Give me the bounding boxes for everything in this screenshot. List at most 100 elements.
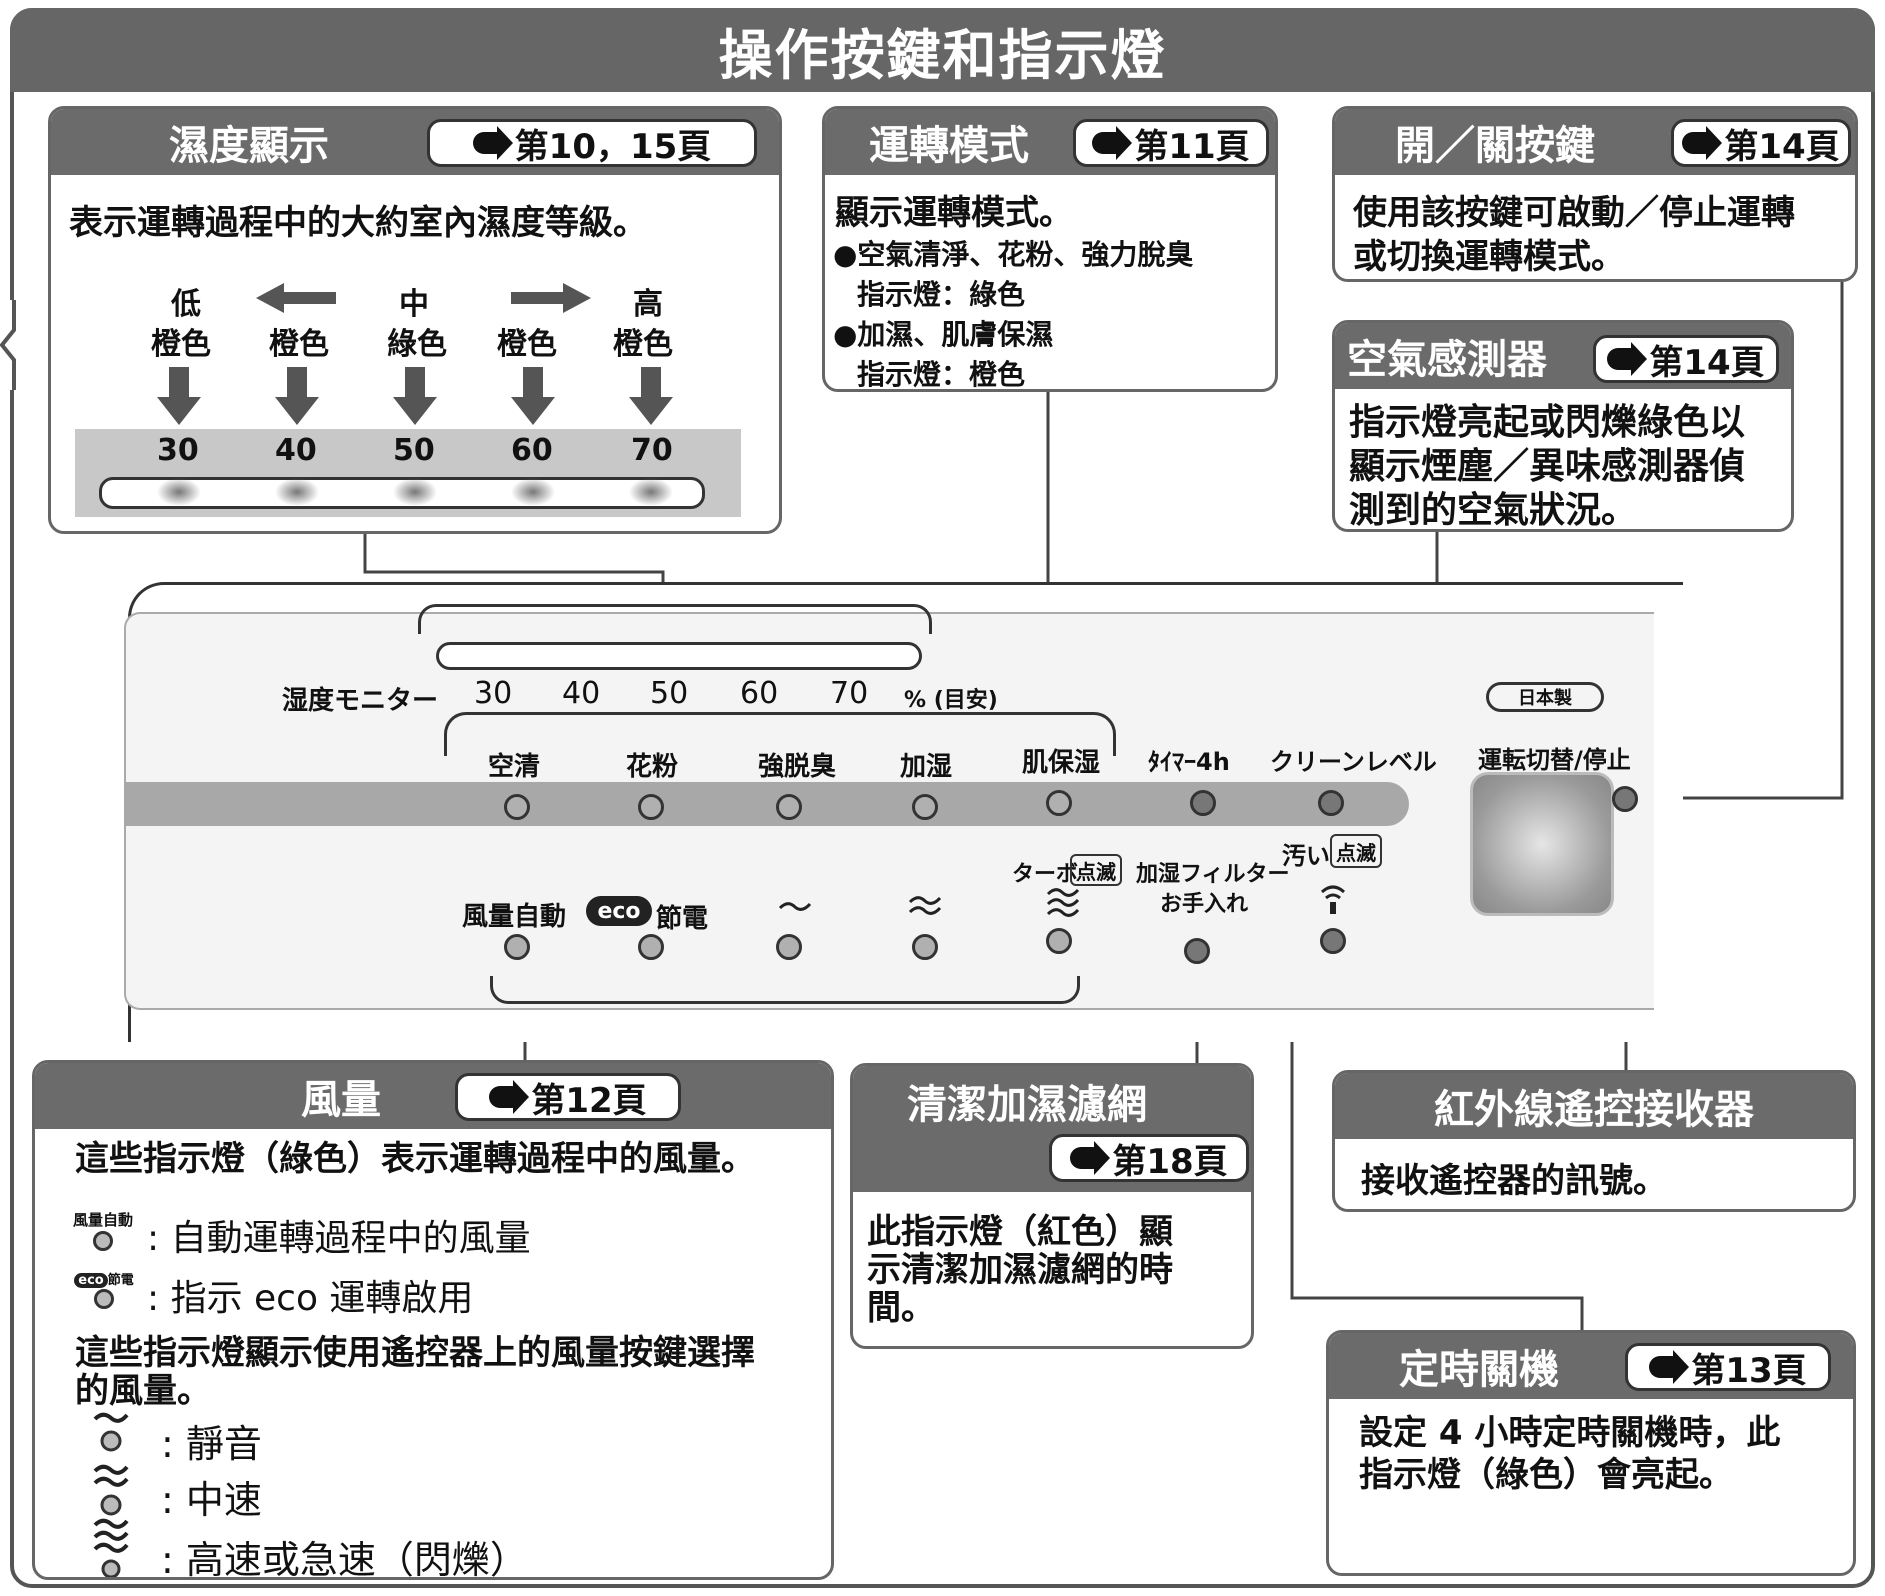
power-button[interactable] bbox=[1470, 772, 1614, 916]
ir-receiver-desc: 接收遙控器的訊號。 bbox=[1361, 1161, 1667, 1201]
fan-volume-box: 風量 第12頁 這些指示燈（綠色）表示運轉過程中的風量。 風量自動 : 自動運轉… bbox=[32, 1060, 834, 1580]
title-bar: 操作按鍵和指示燈 bbox=[10, 8, 1875, 92]
led-fan-medium bbox=[912, 934, 938, 960]
led-eco bbox=[638, 934, 664, 960]
mode-label-humidify: 加湿 bbox=[900, 752, 953, 782]
air-sensor-title: 空氣感測器 bbox=[1347, 337, 1547, 383]
scale-value-2: 50 bbox=[393, 433, 435, 468]
mode-bracket bbox=[444, 712, 1116, 756]
led-humidify bbox=[912, 794, 938, 820]
fan-silent-legend-text: : 靜音 bbox=[161, 1422, 262, 1466]
dirty-label: 汚い bbox=[1282, 842, 1330, 870]
eco-legend-text: : 指示 eco 運轉啟用 bbox=[147, 1278, 474, 1319]
off-timer-box: 定時關機 第13頁 設定 4 小時定時關機時，此 指示燈（綠色）會亮起。 bbox=[1326, 1330, 1856, 1576]
led-fan-high bbox=[1046, 928, 1072, 954]
scale-top-2: 中 bbox=[399, 287, 429, 322]
fan-bracket bbox=[490, 976, 1080, 1004]
fan-volume-page-ref[interactable]: 第12頁 bbox=[455, 1073, 681, 1121]
arrow-right-icon bbox=[472, 126, 513, 160]
filter-label-line2: お手入れ bbox=[1160, 892, 1249, 917]
humidity-display-box: 濕度顯示 第10，15頁 表示運轉過程中的大約室內濕度等級。 低 中 高 橙色 … bbox=[48, 106, 782, 534]
filter-cleaning-line1: 此指示燈（紅色）顯 bbox=[867, 1212, 1173, 1252]
humidity-led-glows bbox=[157, 478, 673, 506]
turbo-label: ターボ bbox=[1012, 862, 1079, 887]
led-air-clean bbox=[504, 794, 530, 820]
scale-color-1: 橙色 bbox=[269, 327, 329, 362]
filter-cleaning-line3: 間。 bbox=[867, 1288, 935, 1328]
filter-cleaning-page-ref[interactable]: 第18頁 bbox=[1049, 1134, 1249, 1182]
led-fan-auto bbox=[504, 934, 530, 960]
scale-value-0: 30 bbox=[157, 433, 199, 468]
operation-mode-item2: ●加濕、肌膚保濕 bbox=[833, 318, 1054, 351]
led-clean-level bbox=[1318, 790, 1344, 816]
arrow-right-icon bbox=[511, 283, 591, 313]
off-timer-line1: 設定 4 小時定時關機時，此 bbox=[1359, 1413, 1781, 1453]
operation-mode-item1: ●空氣清淨、花粉、強力脫臭 bbox=[833, 238, 1194, 271]
scale-value-4: 70 bbox=[631, 433, 673, 468]
off-timer-title: 定時關機 bbox=[1399, 1347, 1559, 1393]
ir-receiver-box: 紅外線遙控接收器 接收遙控器的訊號。 bbox=[1332, 1070, 1856, 1212]
fan-volume-desc: 這些指示燈（綠色）表示運轉過程中的風量。 bbox=[75, 1139, 755, 1179]
eco-label: 節電 bbox=[656, 904, 709, 934]
humidity-monitor-label: 湿度モニター bbox=[282, 686, 439, 716]
filter-cleaning-box: 清潔加濕濾網 第18頁 此指示燈（紅色）顯 示清潔加濕濾網的時 間。 bbox=[850, 1063, 1254, 1349]
operation-mode-desc: 顯示運轉模式。 bbox=[835, 193, 1073, 233]
page-title: 操作按鍵和指示燈 bbox=[718, 23, 1167, 87]
scale-color-3: 橙色 bbox=[497, 327, 557, 362]
operation-mode-item2-sub: 指示燈：橙色 bbox=[857, 358, 1026, 391]
mode-label-deodorize: 強脱臭 bbox=[758, 752, 837, 782]
mode-label-skin: 肌保湿 bbox=[1022, 748, 1101, 778]
fan-volume-title: 風量 bbox=[301, 1077, 381, 1123]
fan-volume-desc2-line1: 這些指示燈顯示使用遙控器上的風量按鍵選擇 bbox=[75, 1333, 755, 1373]
operation-mode-item1-sub: 指示燈：綠色 bbox=[857, 278, 1026, 311]
power-label: 運転切替/停止 bbox=[1478, 746, 1631, 774]
panel-scale-30: 30 bbox=[474, 676, 513, 711]
ir-receiver-header: 紅外線遙控接收器 bbox=[1335, 1073, 1853, 1139]
humidity-bracket bbox=[418, 604, 932, 634]
filter-cleaning-line2: 示清潔加濕濾網的時 bbox=[867, 1250, 1173, 1290]
panel-scale-50: 50 bbox=[650, 676, 689, 711]
off-timer-line2: 指示燈（綠色）會亮起。 bbox=[1359, 1455, 1733, 1495]
indicator-bar bbox=[124, 782, 1409, 826]
scale-value-3: 60 bbox=[511, 433, 553, 468]
led-timer bbox=[1190, 790, 1216, 816]
fan-volume-header: 風量 bbox=[35, 1063, 831, 1129]
fan-silent-icon bbox=[778, 902, 812, 911]
humidity-desc: 表示運轉過程中的大約室內濕度等級。 bbox=[69, 203, 647, 243]
arrow-right-icon bbox=[1649, 1350, 1690, 1384]
panel-humidity-bar bbox=[436, 642, 922, 670]
fan-medium-legend-icon bbox=[93, 1464, 129, 1516]
air-sensor-line1: 指示燈亮起或閃爍綠色以 bbox=[1349, 402, 1746, 443]
timer-label: ﾀｲﾏｰ4h bbox=[1148, 748, 1230, 776]
arrow-right-icon bbox=[489, 1080, 530, 1114]
fan-silent-legend-icon bbox=[93, 1412, 129, 1452]
operation-mode-title: 運轉模式 bbox=[869, 123, 1029, 169]
power-button-page-ref[interactable]: 第14頁 bbox=[1671, 119, 1851, 167]
humidity-page-ref[interactable]: 第10，15頁 bbox=[427, 119, 757, 167]
panel-scale-unit: % (目安) bbox=[904, 688, 998, 713]
led-fan-silent bbox=[776, 934, 802, 960]
led-pollen bbox=[638, 794, 664, 820]
arrow-right-icon bbox=[1070, 1141, 1111, 1175]
down-arrows bbox=[157, 367, 673, 425]
led-filter bbox=[1184, 938, 1210, 964]
dirty-blink-badge: 点滅 bbox=[1330, 834, 1382, 868]
power-button-line2: 或切換運轉模式。 bbox=[1353, 237, 1625, 277]
fan-high-legend-text: : 高速或急速（閃爍） bbox=[161, 1538, 528, 1580]
fan-medium-legend-text: : 中速 bbox=[161, 1478, 262, 1522]
power-button-box: 開／關按鍵 第14頁 使用該按鍵可啟動／停止運轉 或切換運轉模式。 bbox=[1332, 106, 1858, 282]
led-deodorize bbox=[776, 794, 802, 820]
fan-volume-desc2-line2: 的風量。 bbox=[75, 1371, 211, 1411]
led-skin bbox=[1046, 790, 1072, 816]
operation-mode-page-ref[interactable]: 第11頁 bbox=[1073, 119, 1269, 167]
fan-high-legend-icon bbox=[93, 1518, 129, 1577]
arrow-right-icon bbox=[1682, 126, 1723, 160]
air-sensor-line2: 顯示煙塵／異味感測器偵 bbox=[1349, 446, 1746, 487]
air-sensor-page-ref[interactable]: 第14頁 bbox=[1593, 335, 1779, 383]
filter-label-line1: 加湿フィルター bbox=[1136, 862, 1290, 887]
scale-color-2: 綠色 bbox=[387, 327, 447, 362]
arrow-right-icon bbox=[1607, 342, 1648, 376]
ir-receiver-title: 紅外線遙控接收器 bbox=[1434, 1087, 1754, 1133]
off-timer-page-ref[interactable]: 第13頁 bbox=[1625, 1343, 1831, 1391]
